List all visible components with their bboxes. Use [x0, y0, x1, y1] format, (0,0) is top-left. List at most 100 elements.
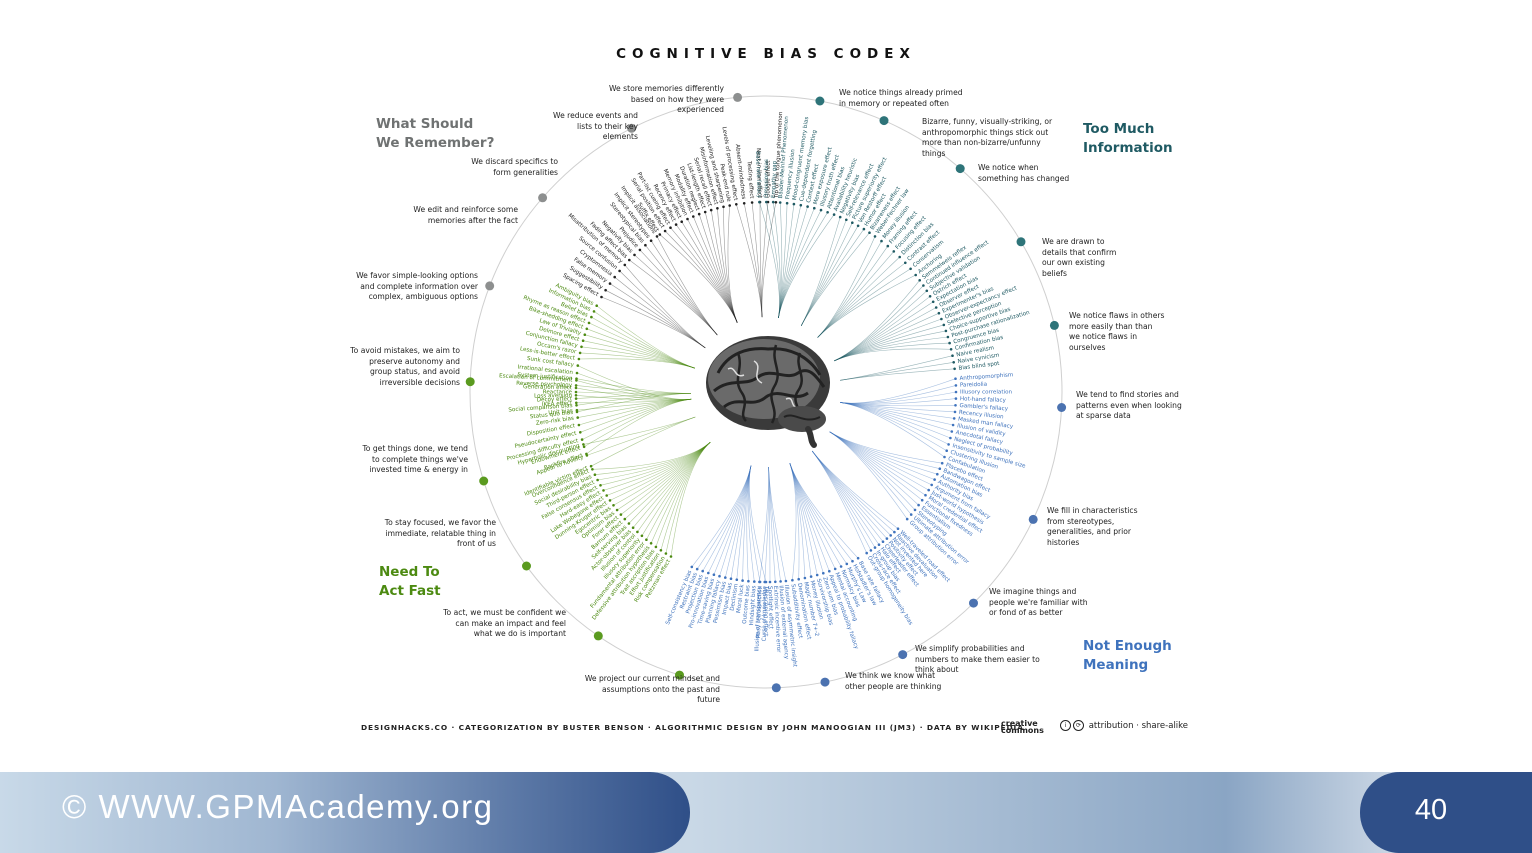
branch-line [749, 465, 767, 583]
branch-line [578, 398, 692, 426]
branch-end-dot [599, 484, 602, 487]
branch-end-dot [575, 404, 578, 407]
branch-end-dot [669, 226, 672, 229]
branch-line [591, 316, 695, 369]
branch-end-dot [608, 282, 612, 285]
branch-line [840, 402, 951, 439]
branch-end-dot [654, 545, 658, 549]
branch-line [800, 232, 870, 326]
branch-line [681, 221, 738, 323]
bias-label: Frequency illusion [785, 148, 797, 199]
branch-line [759, 202, 780, 319]
branch-end-dot [615, 508, 619, 512]
branch-end-dot [663, 229, 667, 233]
branch-line [576, 372, 692, 400]
branch-line [613, 441, 711, 506]
group-dot [1028, 514, 1038, 524]
branch-line [748, 465, 761, 582]
branch-end-dot [575, 401, 578, 405]
branch-line [576, 393, 692, 399]
branch-end-dot [592, 310, 596, 313]
branch-end-dot [575, 379, 578, 382]
group-description: We edit and reinforce some memories afte… [413, 205, 518, 225]
group-description: To act, we must be confident we can make… [443, 608, 566, 638]
license-text: attribution · share-alike [1088, 721, 1189, 731]
branch-end-dot [828, 569, 831, 573]
branch-end-dot [747, 579, 750, 583]
branch-line [772, 202, 781, 319]
branch-end-dot [633, 253, 636, 257]
branch-end-dot [593, 473, 597, 477]
branch-line [840, 362, 954, 381]
copyright-icon: © [62, 788, 88, 825]
group-description: We project our current mindset and assum… [584, 674, 720, 704]
group-description: We favor simple-looking options and comp… [356, 271, 478, 301]
branch-end-dot [952, 361, 955, 364]
group-dot [479, 476, 489, 486]
branch-line [576, 380, 692, 400]
branch-line [577, 365, 692, 400]
branch-end-dot [680, 220, 683, 223]
branch-end-dot [917, 503, 920, 507]
branch-line [675, 224, 738, 323]
branch-end-dot [605, 494, 608, 497]
branch-end-dot [822, 571, 825, 575]
branch-end-dot [896, 527, 900, 530]
branch-line [768, 466, 771, 583]
branch-end-dot [595, 304, 598, 308]
branch-end-dot [664, 552, 668, 555]
branch-end-dot [833, 567, 837, 571]
bias-label: Social comparison bias [508, 403, 573, 413]
branch-line [576, 393, 692, 406]
branch-line [829, 431, 935, 480]
branch-end-dot [930, 483, 933, 487]
group-description: We store memories differently based on h… [608, 84, 724, 114]
branch-end-dot [585, 454, 589, 457]
branch-end-dot [940, 461, 944, 465]
branch-end-dot [813, 206, 816, 210]
bias-branch-5 [574, 377, 692, 414]
branch-end-dot [954, 384, 958, 387]
branch-line [840, 402, 955, 419]
branch-end-dot [893, 530, 896, 534]
branch-lines [574, 200, 958, 584]
branch-line [834, 296, 931, 362]
branch-line [764, 466, 770, 583]
branch-end-dot [954, 390, 958, 394]
branch-line [596, 305, 695, 369]
branch-end-dot [886, 244, 890, 248]
category-heading: What Should We Remember? [376, 116, 495, 151]
footer-url[interactable]: © WWW.GPMAcademy.org [62, 788, 493, 826]
branch-line [650, 441, 711, 544]
branch-line [789, 463, 800, 580]
branch-line [624, 264, 706, 349]
branch-end-dot [815, 573, 819, 577]
branch-end-dot [604, 288, 607, 292]
bias-label: Impact bias [722, 582, 734, 615]
branch-line [576, 398, 692, 404]
branch-line [597, 441, 711, 481]
branch-end-dot [644, 243, 647, 247]
branch-end-dot [792, 202, 796, 206]
branch-end-dot [590, 315, 593, 319]
branch-line [586, 328, 695, 369]
group-dot [771, 683, 781, 693]
branch-line [840, 402, 956, 413]
branch-end-dot [948, 341, 951, 345]
group-dot [1057, 403, 1067, 412]
branch-end-dot [950, 430, 954, 433]
branch-end-dot [774, 201, 778, 204]
branch-line [789, 463, 836, 570]
branch-end-dot [892, 250, 896, 253]
branch-line [616, 441, 711, 511]
branch-end-dot [674, 223, 678, 226]
branch-line [768, 466, 787, 582]
bias-label: Extrinsic incentive error [772, 586, 781, 654]
group-dot [675, 670, 684, 680]
branch-line [778, 208, 815, 319]
branch-line [601, 296, 706, 349]
bias-label: Reactance [543, 390, 573, 396]
bias-branch-8 [591, 441, 711, 558]
branch-end-dot [784, 579, 788, 583]
